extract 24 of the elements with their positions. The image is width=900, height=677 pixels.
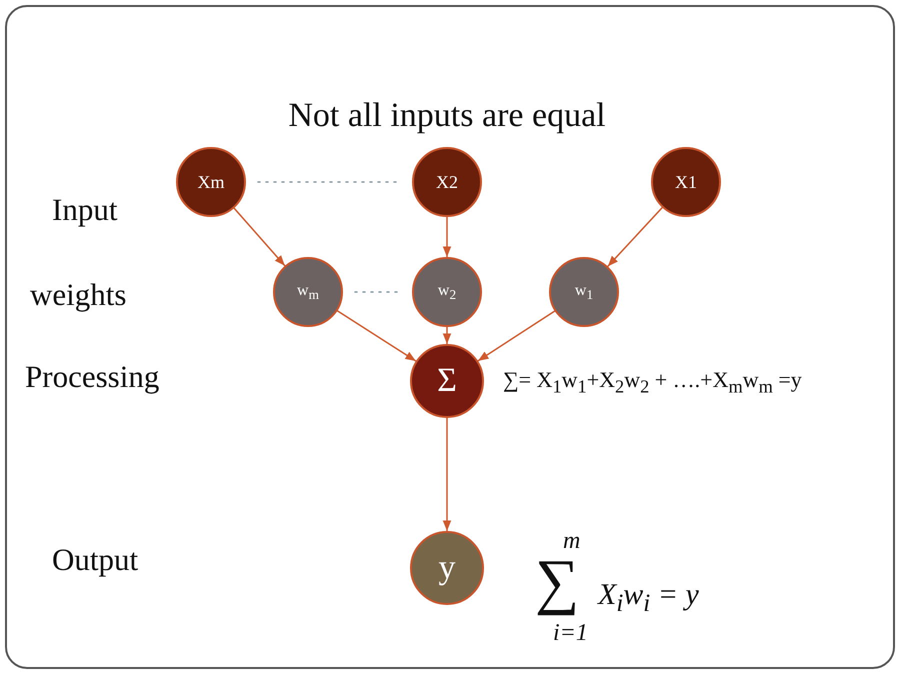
node-label: w$_{2}$	[438, 282, 456, 302]
title: Not all inputs are equal	[287, 97, 607, 134]
formula-text: X$_{i}$w$_{i}$ = y	[598, 578, 699, 618]
arrow	[336, 310, 417, 362]
arrow	[442, 417, 452, 532]
circle-node	[549, 257, 619, 327]
row-label: Processing	[25, 360, 160, 394]
row-label: Output	[52, 543, 138, 578]
lower-limit: i=1	[553, 620, 588, 646]
arrow	[442, 216, 452, 258]
row-label: Input	[52, 193, 118, 228]
node-label: X1	[675, 173, 697, 191]
arrow	[607, 206, 663, 268]
node-label: Σ	[437, 364, 457, 398]
row-label: weights	[30, 278, 126, 312]
arrow	[477, 310, 556, 362]
formula-text: ∑= X$_{1}$w$_{1}$+X$_{2}$w$_{2}$ + ….+X$_{m}$w$_{m}$ =y	[503, 368, 802, 397]
node-label: X2	[436, 173, 458, 191]
node-label: Xm	[198, 173, 224, 191]
node-label: w$_{m}$	[297, 282, 319, 302]
arrow	[442, 326, 452, 345]
arrow	[233, 208, 286, 266]
node-label: w$_{1}$	[574, 282, 594, 302]
node-label: y	[438, 551, 456, 585]
